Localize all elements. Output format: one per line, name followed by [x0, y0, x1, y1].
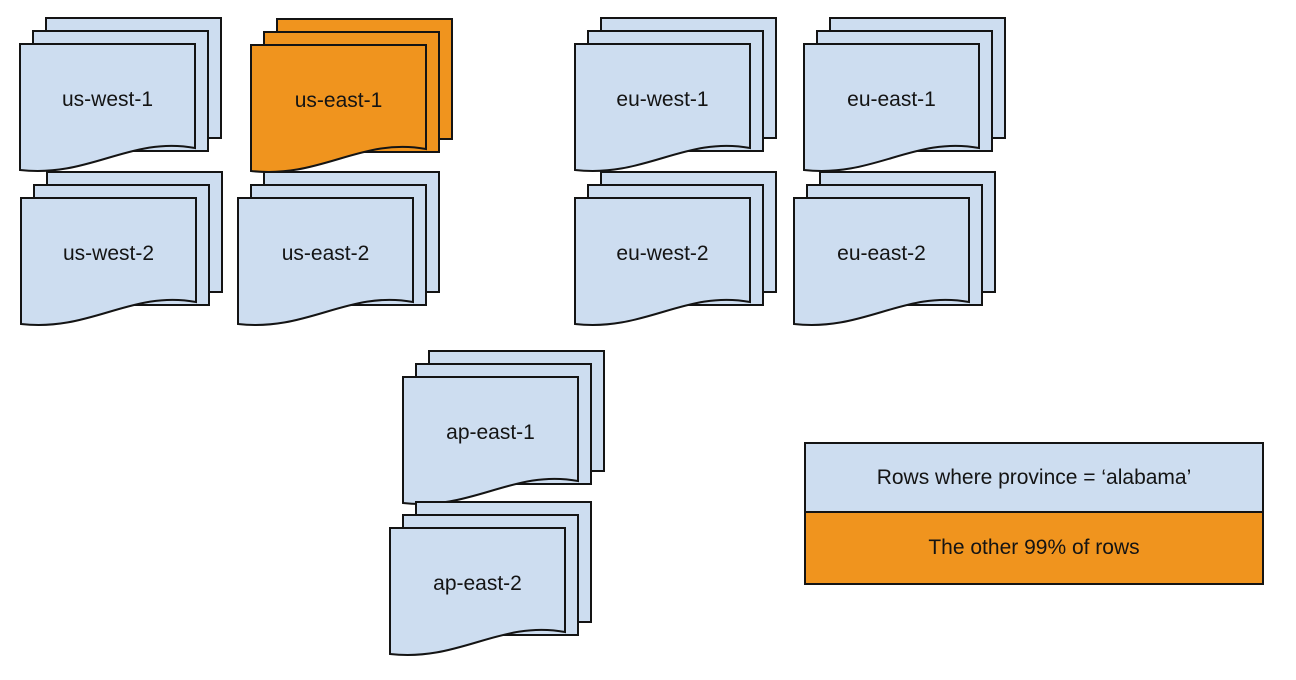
region-stack-eu-west-1: eu-west-1: [574, 17, 780, 177]
document-stack-shape: [389, 501, 592, 656]
region-stack-eu-east-1: eu-east-1: [803, 17, 1009, 177]
document-stack-shape: [20, 171, 223, 326]
document-stack-shape: [574, 171, 777, 326]
region-stack-us-east-1: us-east-1: [250, 18, 456, 178]
document-stack-shape: [250, 18, 453, 173]
legend-item-alabama-rows: Rows where province = ‘alabama’: [806, 444, 1262, 511]
document-stack-shape: [803, 17, 1006, 172]
legend-item-label: The other 99% of rows: [928, 536, 1140, 559]
region-stack-eu-west-2: eu-west-2: [574, 171, 780, 331]
document-stack-shape: [793, 171, 996, 326]
region-stack-eu-east-2: eu-east-2: [793, 171, 999, 331]
region-stack-us-east-2: us-east-2: [237, 171, 443, 331]
region-stack-us-west-1: us-west-1: [19, 17, 225, 177]
region-stack-us-west-2: us-west-2: [20, 171, 226, 331]
document-stack-shape: [237, 171, 440, 326]
legend-item-label: Rows where province = ‘alabama’: [876, 465, 1192, 489]
legend-item-other-rows: The other 99% of rows: [806, 511, 1262, 583]
document-stack-shape: [574, 17, 777, 172]
document-stack-shape: [402, 350, 605, 505]
legend: Rows where province = ‘alabama’ The othe…: [804, 442, 1264, 585]
region-stack-ap-east-1: ap-east-1: [402, 350, 608, 510]
region-stack-ap-east-2: ap-east-2: [389, 501, 595, 661]
document-stack-shape: [19, 17, 222, 172]
